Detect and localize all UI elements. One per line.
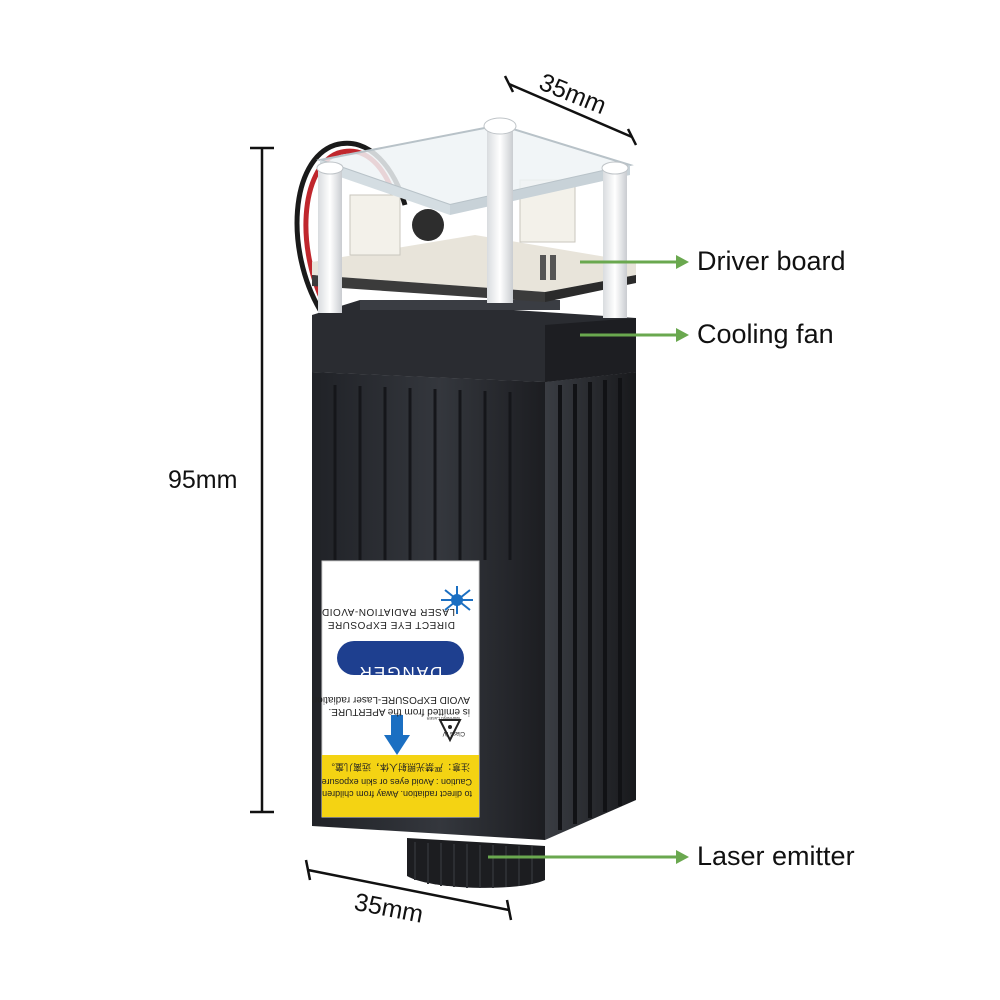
sticker-avoid-2: is emitted from the APERTURE. bbox=[328, 706, 470, 717]
callout-driver-board: Driver board bbox=[697, 246, 846, 276]
sticker-warning-small: WARNING LASER bbox=[426, 716, 460, 721]
sticker-caution-1: Caution : Avoid eyes or skin exposure bbox=[322, 777, 472, 787]
sticker-class: Class IV bbox=[443, 730, 465, 736]
callout-laser-emitter: Laser emitter bbox=[697, 841, 855, 871]
support-posts bbox=[316, 117, 629, 318]
height-label: 95mm bbox=[168, 466, 238, 494]
sticker-caution-2: to direct radiation. Away from children. bbox=[320, 789, 472, 799]
caution-strip bbox=[322, 755, 479, 817]
danger-pill bbox=[337, 641, 464, 675]
warning-sticker bbox=[321, 560, 480, 818]
laser-emitter-barrel bbox=[407, 838, 545, 888]
dimension-lines bbox=[250, 75, 638, 921]
sticker-chinese: 注意：严禁光照射人体，远离儿童。 bbox=[326, 762, 470, 773]
sticker-avoid-1: AVOID EXPOSURE-Laser radiation bbox=[312, 694, 470, 705]
laser-hazard-triangle-icon bbox=[438, 719, 462, 743]
down-arrow-icon bbox=[384, 715, 410, 755]
callout-cooling-fan: Cooling fan bbox=[697, 319, 834, 349]
laser-starburst-icon bbox=[441, 586, 473, 614]
callout-arrows bbox=[488, 255, 689, 864]
sticker-line-2: DIRECT EYE EXPOSURE bbox=[327, 619, 455, 630]
sticker-line-1: LASER RADIATION-AVOID bbox=[322, 606, 455, 617]
sticker-danger: DANGER bbox=[358, 663, 443, 682]
cooling-fan bbox=[312, 300, 636, 382]
